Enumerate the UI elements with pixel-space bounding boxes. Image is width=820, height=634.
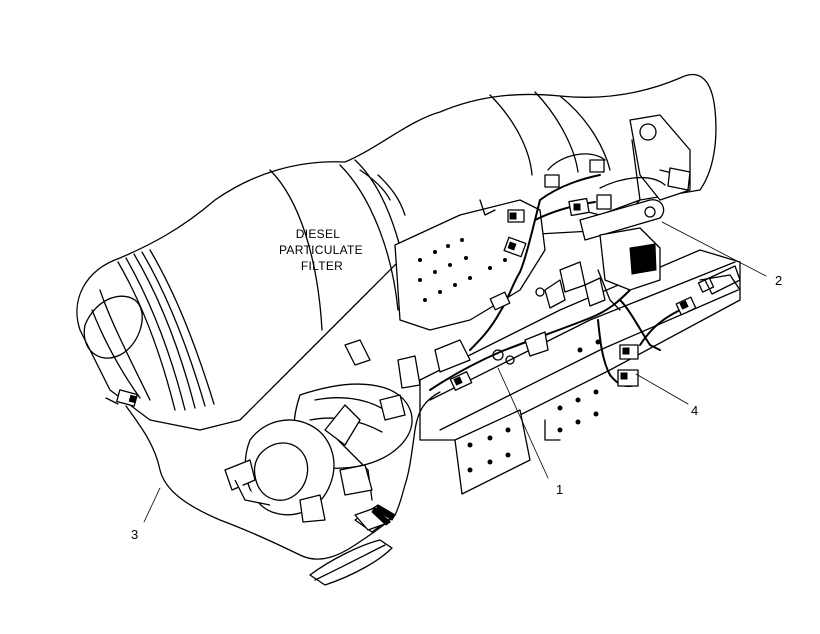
dpf-label-line-1: DIESEL: [296, 227, 341, 241]
callout-4: 4: [691, 403, 698, 418]
callout-1: 1: [556, 482, 563, 497]
sensor-lead: [105, 389, 441, 560]
dpf-label-line-2: PARTICULATE: [279, 243, 363, 257]
callout-3: 3: [131, 527, 138, 542]
callout-1-leader: [497, 367, 549, 479]
callout-2: 2: [775, 273, 782, 288]
callout-numbers: 1 2 3 4: [131, 273, 782, 542]
callout-2-leader: [661, 221, 767, 277]
dpf-label-line-3: FILTER: [301, 259, 343, 273]
callout-leaders: [143, 221, 767, 523]
callout-4-leader: [635, 373, 689, 405]
turbo-assembly: [224, 339, 471, 523]
callout-3-leader: [143, 487, 161, 523]
dpf-label: DIESEL PARTICULATE FILTER: [279, 227, 363, 273]
wiring-harness: [429, 153, 741, 391]
